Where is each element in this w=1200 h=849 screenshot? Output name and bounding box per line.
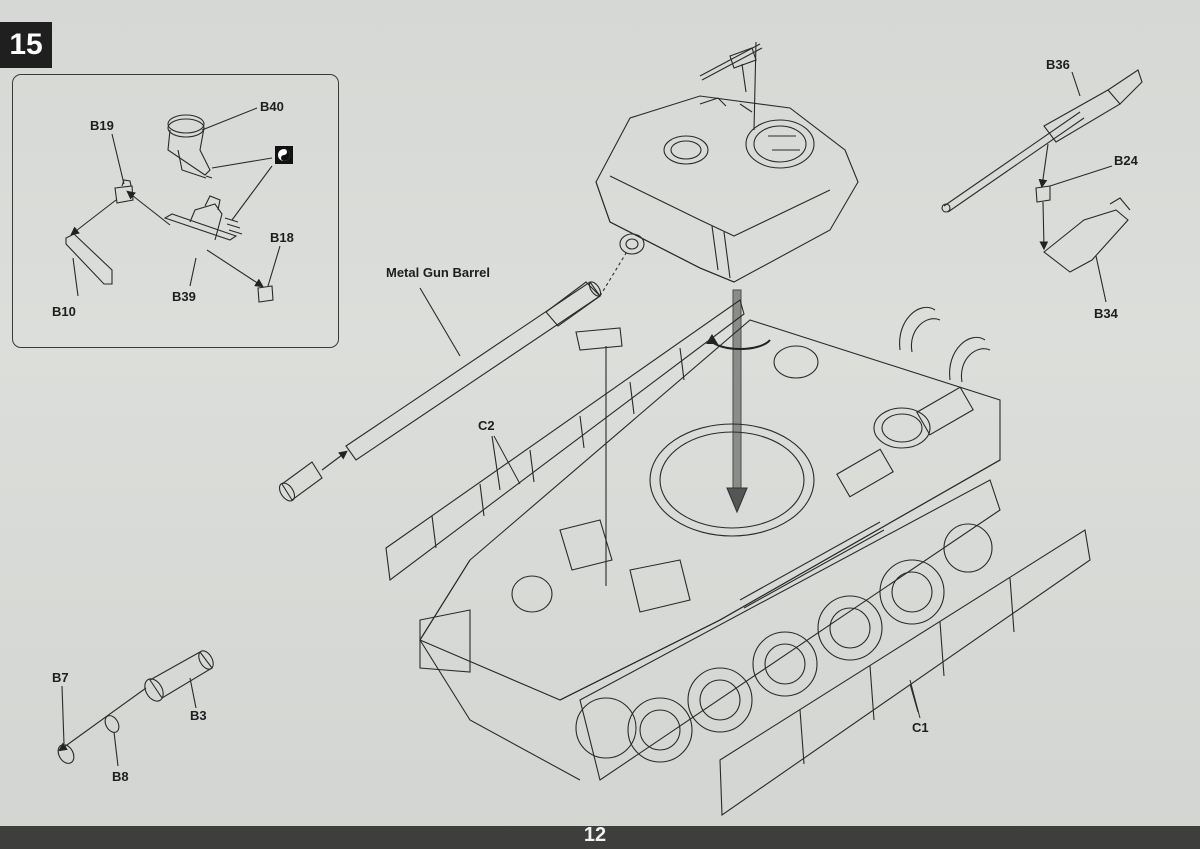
label-b10: B10 xyxy=(52,304,76,319)
inset-bracket-parts xyxy=(65,107,281,303)
rotate-arrow-icon xyxy=(706,289,771,514)
gun-barrel-drawing xyxy=(278,249,629,502)
label-b18: B18 xyxy=(270,230,294,245)
label-c2: C2 xyxy=(478,418,495,433)
muzzle-parts xyxy=(57,650,214,767)
page-footer xyxy=(0,826,1200,849)
label-b3: B3 xyxy=(190,708,207,723)
inset-panel xyxy=(12,74,339,348)
label-c1: C1 xyxy=(912,720,929,735)
turret-drawing xyxy=(595,41,859,283)
hull-drawing xyxy=(385,299,1091,817)
machine-gun-parts xyxy=(941,69,1143,303)
label-b36: B36 xyxy=(1046,57,1070,72)
label-b24: B24 xyxy=(1114,153,1138,168)
label-metal-gun-barrel: Metal Gun Barrel xyxy=(386,265,491,280)
label-b8: B8 xyxy=(112,769,129,784)
label-b34: B34 xyxy=(1094,306,1118,321)
step-number: 15 xyxy=(0,22,52,68)
label-b19: B19 xyxy=(90,118,114,133)
yin-yang-icon xyxy=(275,146,293,164)
label-b39: B39 xyxy=(172,289,196,304)
label-b7: B7 xyxy=(52,670,69,685)
label-b40: B40 xyxy=(260,99,284,114)
page-number: 12 xyxy=(583,824,607,846)
